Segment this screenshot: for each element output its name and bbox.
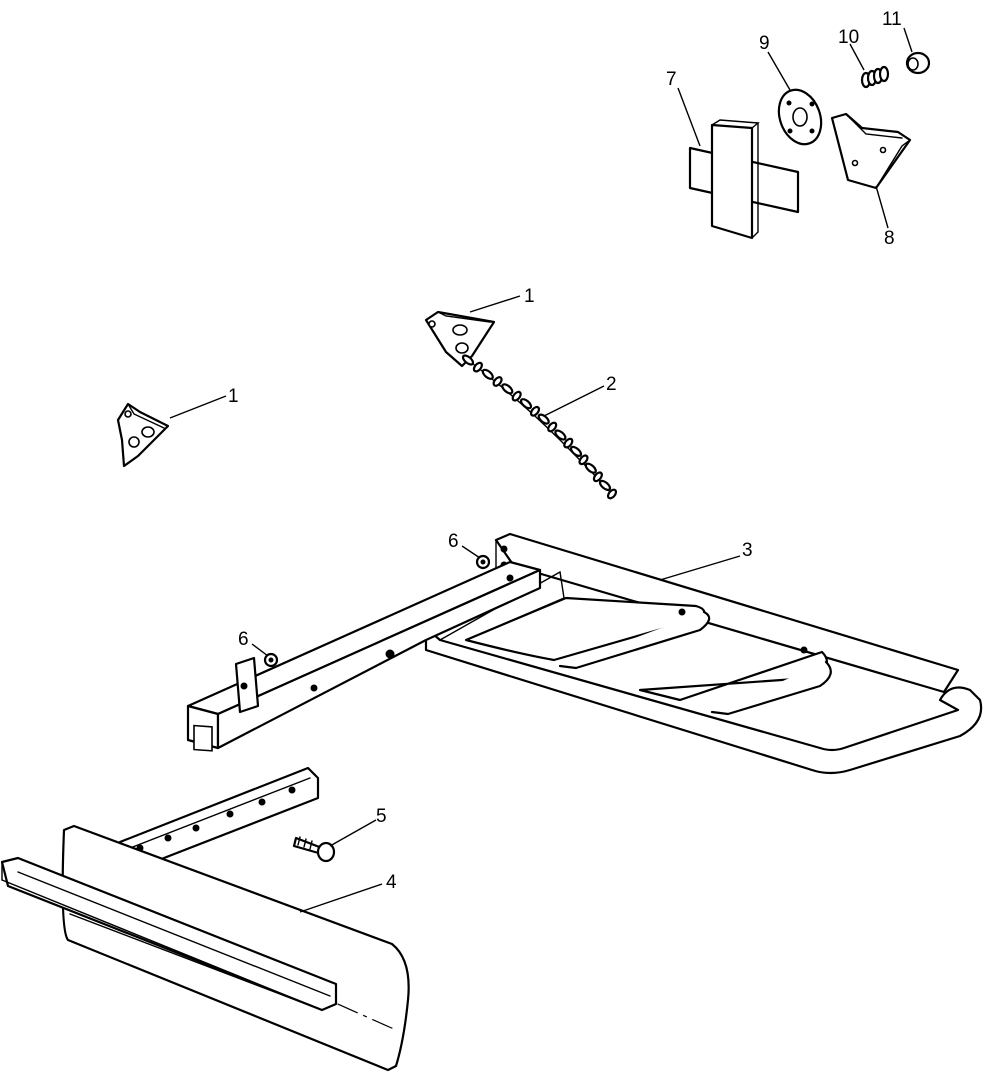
chain-link [606,488,618,500]
callout-1-upper: 1 [524,286,535,307]
chain-link [501,383,514,395]
upper-bracket-part [424,310,496,368]
plate-part [830,112,912,190]
washer-part [777,88,823,146]
nut-part-lower [263,652,279,668]
chain-link [481,368,494,380]
frame-part [186,532,983,775]
chain-link [519,398,533,410]
chain-link [592,471,603,483]
callout-9: 9 [759,33,770,54]
chain-link [547,421,558,433]
bushing-part [905,51,931,75]
chain-link [492,376,503,387]
chain-link [584,462,597,474]
callout-3: 3 [742,540,753,561]
left-bracket-part [116,402,170,468]
chain-link [472,361,483,373]
bolt-part [292,836,336,863]
leader-lines [169,27,913,913]
callout-6-lower: 6 [238,629,249,650]
callout-11: 11 [882,9,902,30]
callout-2: 2 [606,374,617,395]
chain-link [563,437,574,449]
callout-10: 10 [838,27,859,48]
nut-part-upper [475,554,491,570]
chain-link [529,405,541,417]
callout-5: 5 [376,806,387,827]
blade-part [0,766,410,1072]
chain-link [598,479,612,491]
chain-part [461,354,618,500]
callout-4: 4 [386,872,397,893]
callout-labels: 7 9 10 11 8 1 2 1 6 6 3 5 4 [228,9,902,893]
spring-part [860,65,890,89]
chain-link [537,413,550,425]
callout-7: 7 [666,69,677,90]
chain-link [554,429,567,441]
chain-link [511,390,522,402]
callout-6-upper: 6 [448,531,459,552]
chain-link [578,454,589,466]
callout-1-left: 1 [228,386,239,407]
block-part [688,119,800,240]
chain-link [569,445,583,457]
chain-link [461,354,475,366]
callout-8: 8 [884,228,895,249]
